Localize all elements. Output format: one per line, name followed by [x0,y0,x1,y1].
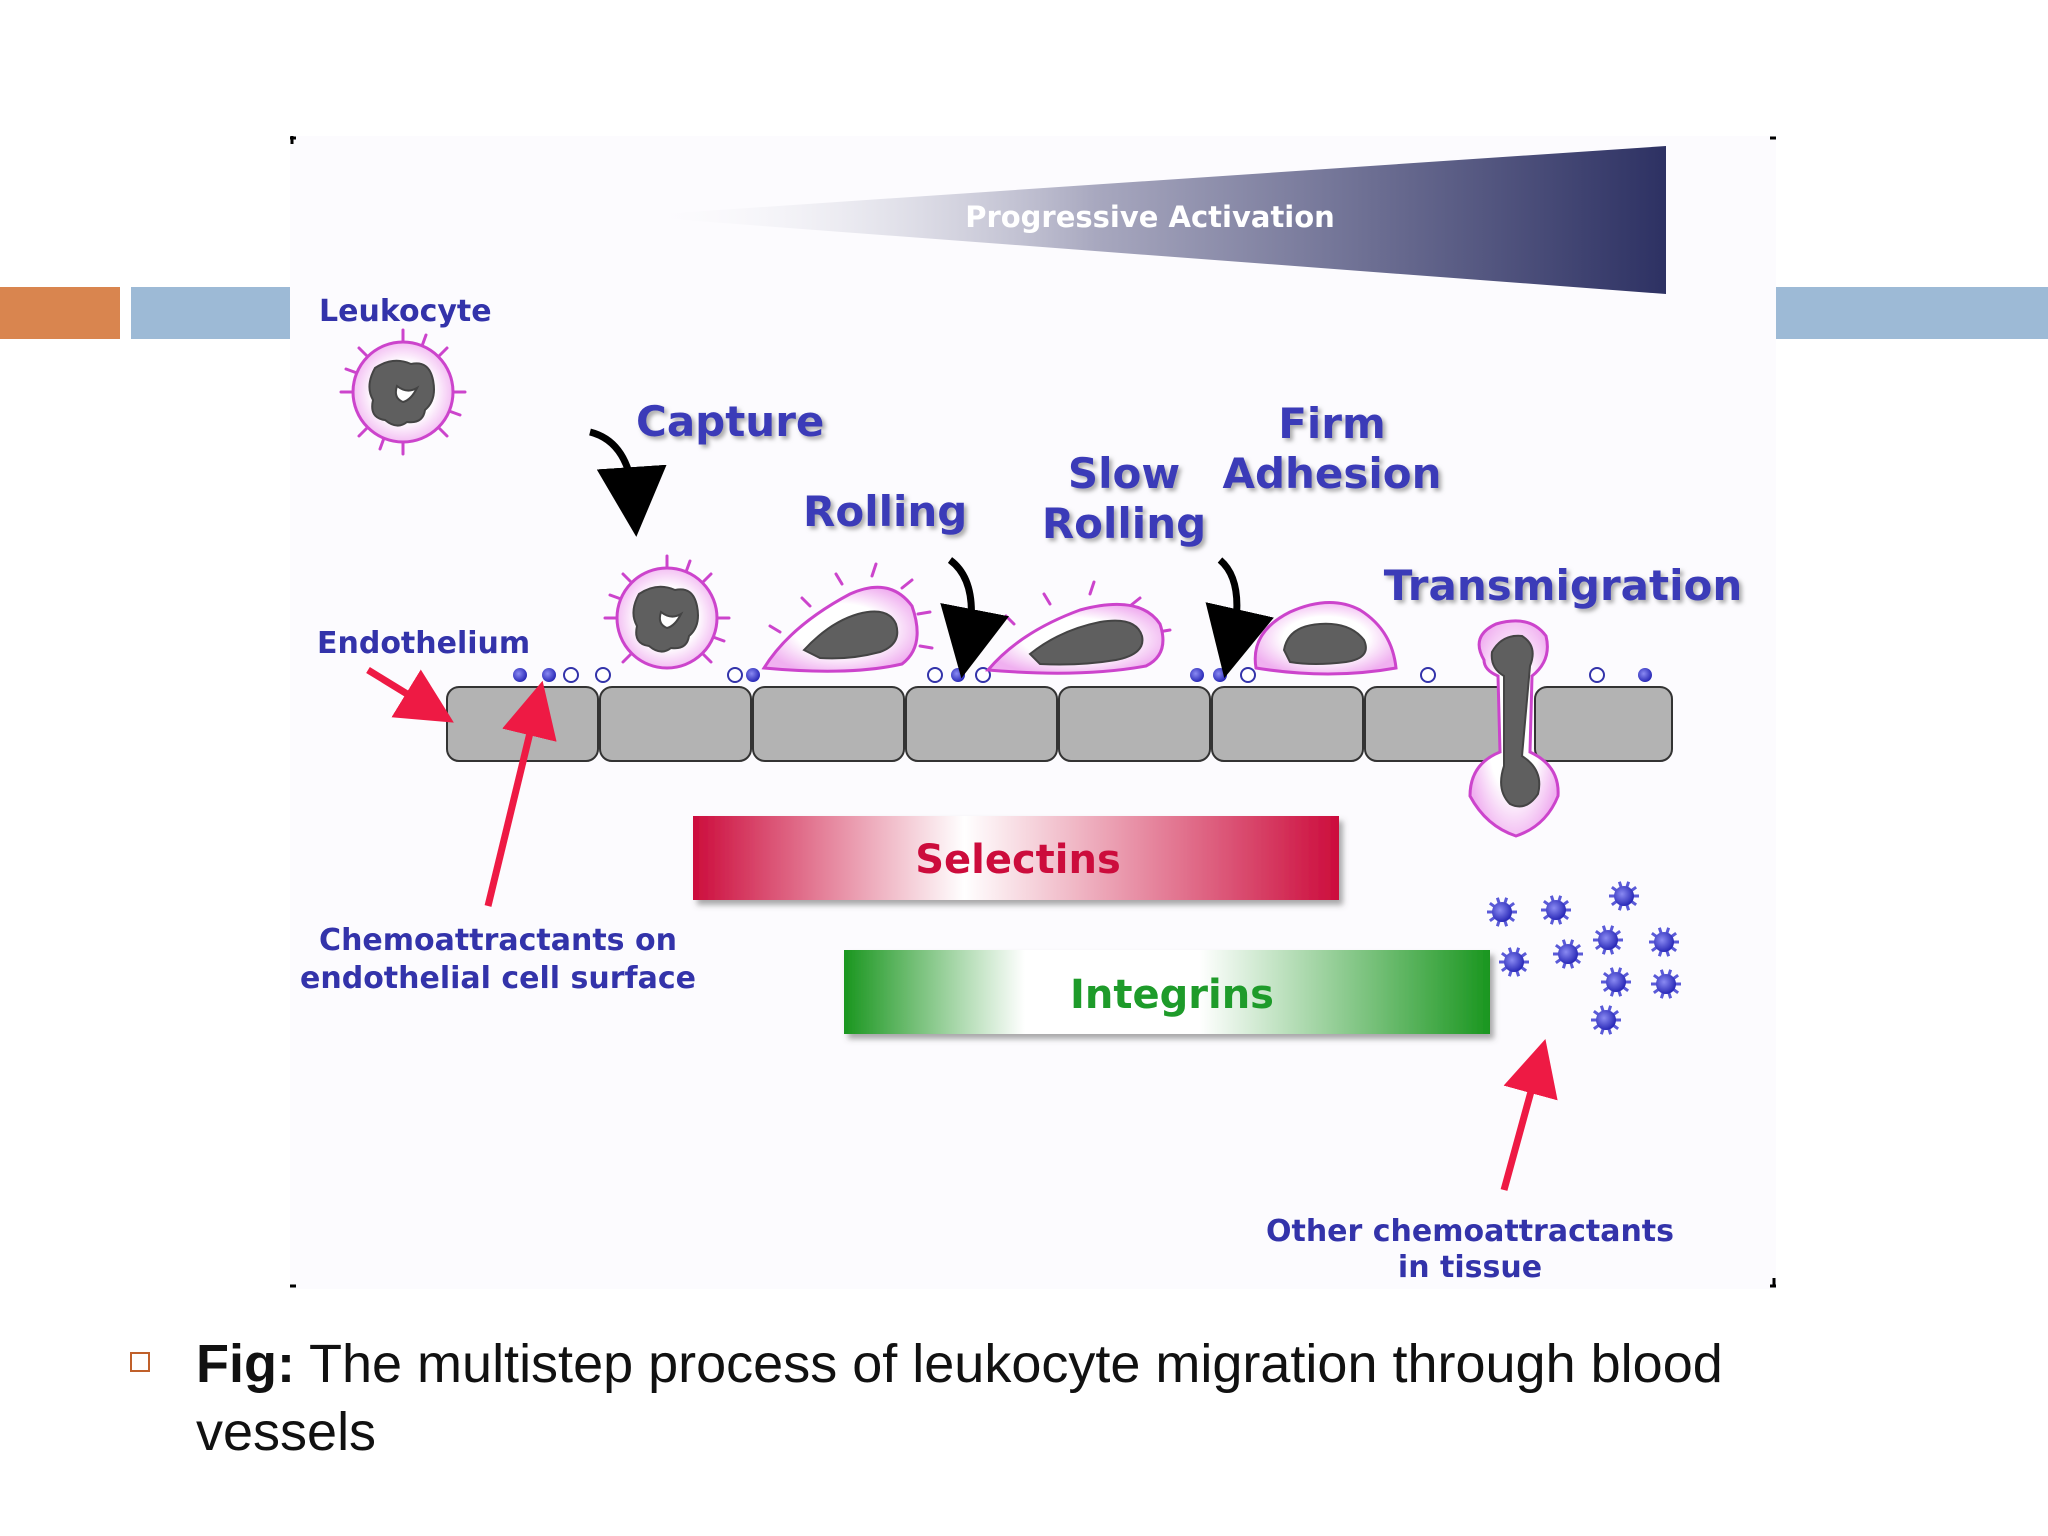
capture-label: Capture [636,397,824,446]
chemo-dot-empty [927,667,943,683]
chemo-dot-empty [727,667,743,683]
chemo-tissue-label-line1: Other chemoattractants [1266,1214,1674,1249]
endothelial-cell-4 [905,686,1058,762]
leukocyte-migration-figure: Progressive Activation Leukocyte Capture… [290,136,1776,1289]
endothelial-cell-8 [1534,686,1673,762]
accent-bar-blue-right [1776,287,2048,339]
firm-adhesion-label-line1: Firm [1278,399,1386,448]
leukocyte-label: Leukocyte [319,294,492,329]
surface-chemo-arrow [484,680,557,907]
chemo-dot [1213,668,1227,682]
chemo-dot-empty [1589,667,1605,683]
accent-bar-blue-left [131,287,291,339]
selectins-bar [693,816,1339,900]
tissue-chemo-dot [1601,967,1631,997]
chemo-dot-empty [563,667,579,683]
endothelium-arrow [366,667,454,723]
tissue-chemo-dot [1593,925,1623,955]
endothelial-cell-7 [1364,686,1517,762]
nucleus [802,610,899,660]
diagram-canvas: Progressive Activation Leukocyte Capture… [290,136,1776,1288]
accent-bar-orange [0,287,120,339]
endothelium-layer [446,686,1673,762]
integrins-bar [844,950,1490,1034]
rolling-arrow [940,557,1010,679]
tissue-chemo-dot [1591,1005,1621,1035]
tissue-chemo-dot [1651,969,1681,999]
slow-rolling-label-line1: Slow [1068,449,1180,498]
nucleus [368,359,435,427]
integrins-label: Integrins [1070,972,1274,1018]
caption-body: The multistep process of leukocyte migra… [196,1334,1723,1462]
slow-rolling-arrow [1205,557,1274,679]
chemo-dot-empty [1240,667,1256,683]
tissue-chemo-arrow [1500,1038,1558,1191]
nucleus [632,585,699,653]
endothelial-cell-2 [599,686,752,762]
corner-mark-bottom-right [1770,1278,1776,1288]
tissue-chemo-dot [1541,895,1571,925]
leukocyte-captured [603,554,731,670]
tissue-chemo-dot [1609,881,1639,911]
tissue-chemoattractants [1487,881,1681,1035]
leukocyte-free [339,328,467,456]
tissue-chemo-dot [1487,897,1517,927]
nucleus [1028,619,1144,666]
tissue-chemo-dot [1553,939,1583,969]
corner-mark-top-left [290,136,296,144]
selectins-label: Selectins [915,837,1121,883]
capture-arrow [588,428,667,537]
leukocyte-slow-rolling [984,580,1172,675]
chemo-dot [1638,668,1652,682]
leukocyte-transmigrating [1468,619,1560,838]
transmigration-label: Transmigration [1384,561,1743,610]
nucleus [1490,634,1541,808]
endothelial-cell-6 [1211,686,1364,762]
caption-text: Fig: The multistep process of leukocyte … [196,1330,1836,1466]
endothelium-label: Endothelium [317,626,530,661]
chemo-dot [951,668,965,682]
chemo-dot [513,668,527,682]
tissue-chemo-dot [1499,947,1529,977]
activation-wedge [630,146,1666,294]
rolling-label: Rolling [803,487,967,536]
leukocyte-firm-adhesion [1253,600,1398,676]
leukocyte-rolling [761,562,934,673]
slow-rolling-label-line2: Rolling [1042,499,1206,548]
chemo-surface-label-line2: endothelial cell surface [300,961,696,996]
endothelial-cell-5 [1058,686,1211,762]
chemo-tissue-label-line2: in tissue [1398,1250,1542,1285]
tissue-chemo-dot [1649,927,1679,957]
endothelial-cell-3 [752,686,905,762]
chemo-dot [1190,668,1204,682]
surface-chemoattractants [513,667,1652,683]
chemo-dot-empty [595,667,611,683]
chemo-dot [746,668,760,682]
chemo-dot [542,668,556,682]
chemo-surface-label-line1: Chemoattractants on [319,923,677,958]
nucleus [1282,622,1367,665]
firm-adhesion-label-line2: Adhesion [1222,449,1441,498]
caption-prefix: Fig: [196,1334,295,1394]
activation-label: Progressive Activation [965,200,1335,234]
chemo-dot-empty [1420,667,1436,683]
bullet-icon [130,1352,150,1372]
